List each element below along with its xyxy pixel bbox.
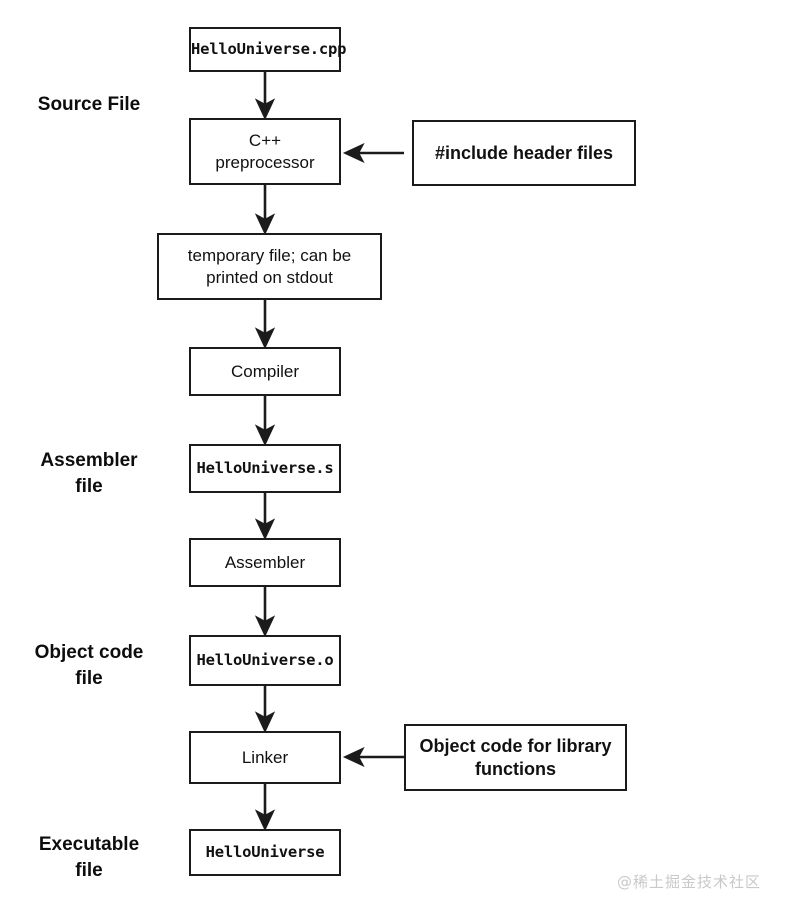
node-assembly-file-label: HelloUniverse.s	[196, 458, 334, 477]
node-assembly-file[interactable]: HelloUniverse.s	[189, 444, 341, 493]
node-temporary-file-label: temporary file; can be printed on stdout	[187, 246, 352, 287]
watermark: @稀土掘金技术社区	[617, 873, 762, 891]
stage-label-object-code-file: Object code file	[34, 642, 144, 689]
node-executable[interactable]: HelloUniverse	[189, 829, 341, 876]
node-object-file[interactable]: HelloUniverse.o	[189, 635, 341, 686]
node-assembler-label: Assembler	[224, 552, 306, 572]
node-linker-label: Linker	[241, 747, 289, 767]
node-linker[interactable]: Linker	[189, 731, 341, 784]
stage-label-source-file: Source File	[37, 94, 141, 115]
node-preprocessor-label: C++ preprocessor	[215, 131, 315, 172]
stage-label-assembler-file: Assembler file	[40, 450, 138, 497]
node-compiler[interactable]: Compiler	[189, 347, 341, 396]
node-include-header-files-label: #include header files	[434, 142, 614, 163]
stage-label-executable-file: Executable file	[38, 834, 140, 881]
node-compiler-label: Compiler	[230, 361, 300, 381]
node-source-file-label: HelloUniverse.cpp	[191, 39, 347, 58]
node-library-object-code-label: Object code for library functions	[419, 736, 612, 779]
node-executable-label: HelloUniverse	[205, 842, 325, 861]
node-preprocessor[interactable]: C++ preprocessor	[189, 118, 341, 185]
node-temporary-file[interactable]: temporary file; can be printed on stdout	[157, 233, 382, 300]
node-library-object-code[interactable]: Object code for library functions	[404, 724, 627, 791]
node-source-file[interactable]: HelloUniverse.cpp	[189, 27, 346, 72]
node-object-file-label: HelloUniverse.o	[196, 650, 334, 669]
node-assembler[interactable]: Assembler	[189, 538, 341, 587]
node-include-header-files[interactable]: #include header files	[412, 120, 636, 186]
